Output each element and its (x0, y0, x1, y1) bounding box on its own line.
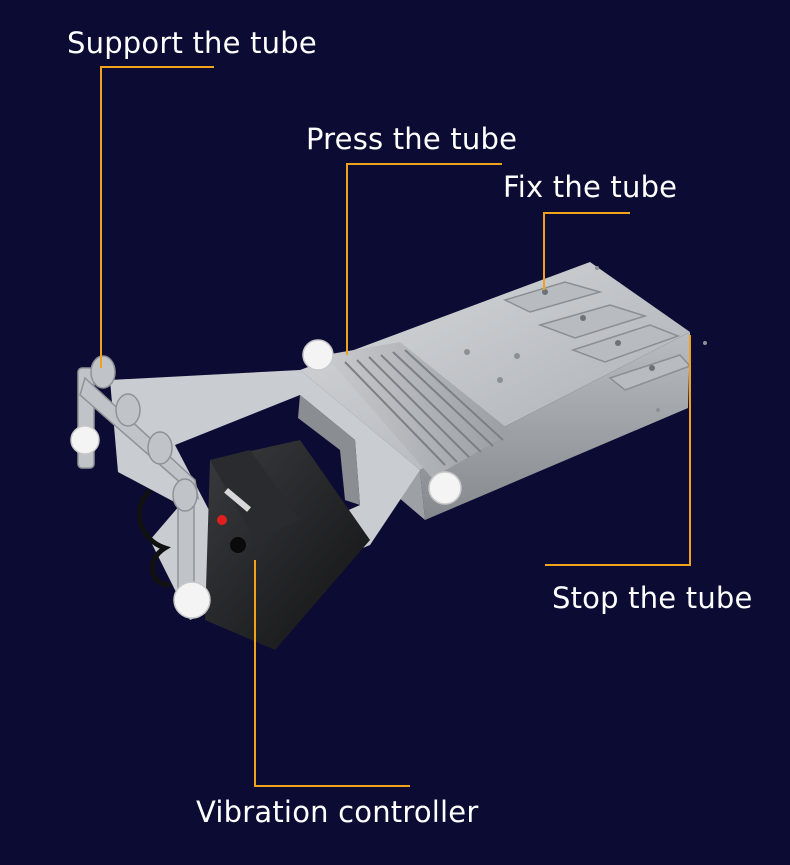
leader-vibration-vertical (254, 560, 256, 787)
label-support-the-tube: Support the tube (67, 26, 317, 60)
leader-press-vertical (346, 163, 348, 355)
leader-stop-vertical (689, 335, 691, 565)
label-vibration-controller: Vibration controller (196, 795, 479, 829)
leader-fix-horizontal (543, 212, 630, 214)
leader-press-horizontal (346, 163, 502, 165)
leader-support-horizontal (100, 66, 214, 68)
leader-support-vertical (100, 66, 102, 368)
white-knobs (70, 339, 462, 619)
leader-fix-vertical (543, 212, 545, 290)
label-fix-the-tube: Fix the tube (503, 170, 678, 204)
support-rods (77, 355, 200, 596)
label-stop-the-tube: Stop the tube (552, 581, 753, 615)
leader-vibration-horizontal (254, 785, 410, 787)
label-press-the-tube: Press the tube (306, 122, 518, 156)
leader-stop-horizontal (545, 564, 691, 566)
